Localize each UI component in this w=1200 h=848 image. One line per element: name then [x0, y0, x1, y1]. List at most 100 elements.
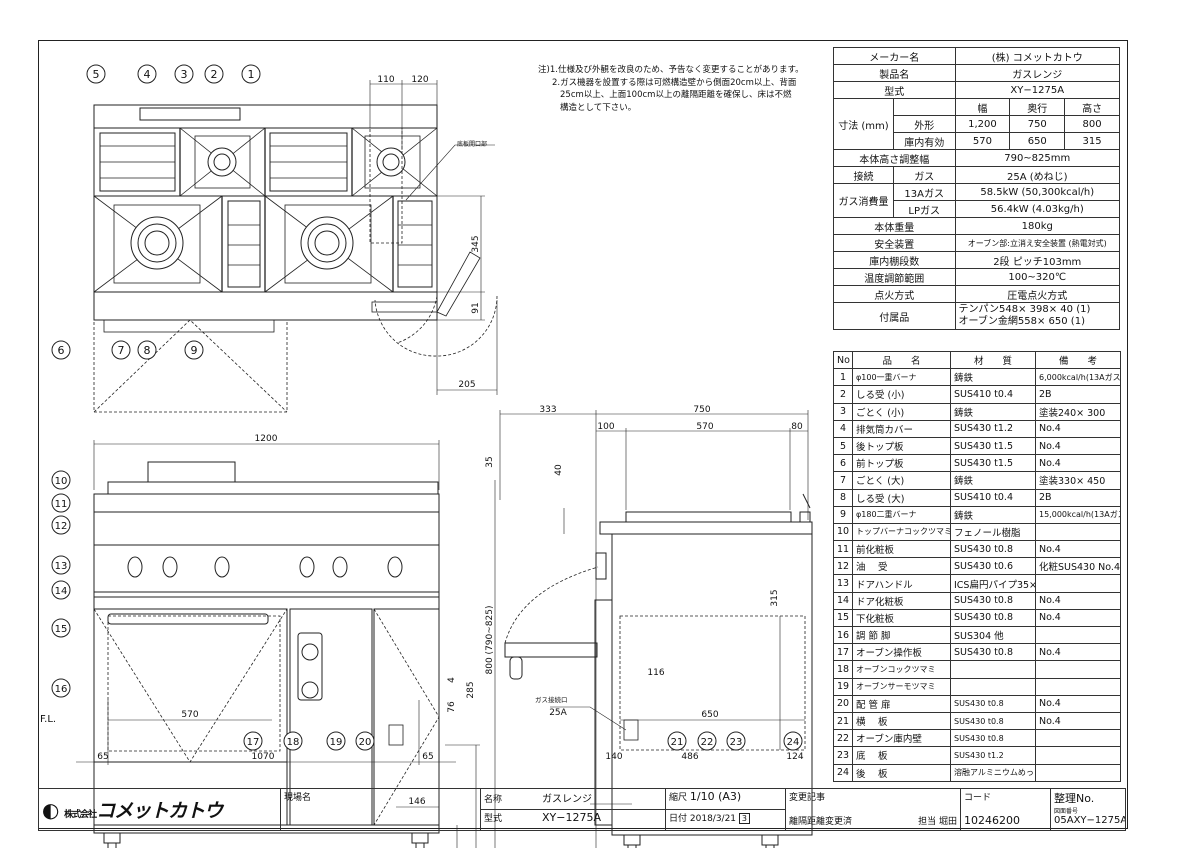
parts-cell-no: 9 [833, 505, 853, 524]
parts-cell-no: 2 [833, 385, 853, 404]
dimension-label: 4 [447, 677, 457, 683]
dimension-label: 140 [605, 752, 622, 762]
dim-header: 奥行 [1009, 98, 1066, 116]
spec-value: 58.5kW (50,300kcal/h) [954, 183, 1120, 201]
note-line: 2.ガス機器を設置する際は可燃構造壁から側面20cm以上、背面 [552, 77, 797, 88]
code-value: 10246200 [964, 814, 1020, 827]
dimension-label: 486 [681, 752, 698, 762]
spec-value: XY−1275A [954, 81, 1120, 99]
spec-value: 315 [1064, 132, 1120, 150]
parts-cell-note: 化粧SUS430 No.4 [1035, 557, 1121, 576]
balloon-15: 15 [51, 618, 71, 638]
parts-cell-note [1035, 625, 1121, 645]
parts-cell-no: 5 [833, 436, 853, 456]
parts-cell-name: φ180二重バーナ [852, 505, 951, 524]
parts-cell-note: No.4 [1035, 436, 1121, 456]
parts-header-no: No [833, 350, 853, 370]
parts-cell-name: オーブンコックツマミ [852, 660, 951, 679]
parts-cell-no: 18 [833, 660, 853, 679]
notes-prefix: 注) [538, 65, 550, 75]
parts-cell-no: 17 [833, 643, 853, 662]
parts-cell-note: 6,000kcal/h(13Aガス) [1035, 368, 1121, 387]
parts-cell-name: 調 節 脚 [852, 625, 951, 645]
spec-value: 800 [1064, 115, 1120, 133]
spec-label: 付属品 [833, 302, 956, 330]
balloon-number: 3 [181, 68, 188, 81]
parts-cell-material: 鋳鉄 [950, 368, 1036, 387]
parts-cell-note [1035, 746, 1121, 765]
change-value: 離隔距離変更済 [789, 817, 853, 827]
balloon-circle [51, 470, 71, 490]
dimension-label: 76 [447, 701, 457, 713]
balloon-number: 2 [211, 68, 218, 81]
parts-cell-name: ごとく (小) [852, 402, 951, 421]
parts-cell-material [950, 677, 1036, 696]
ref-sub-label: 図面番号 [1054, 808, 1079, 815]
balloon-circle [241, 64, 261, 84]
balloon-18: 18 [283, 731, 303, 751]
flue-cover [139, 107, 241, 121]
parts-cell-note [1035, 729, 1121, 748]
balloon-circle [726, 731, 746, 751]
parts-cell-name: 底 板 [852, 746, 951, 765]
dimension-label: 120 [411, 75, 428, 85]
burner-large-1 [130, 216, 184, 270]
date-value: 2018/3/21 [689, 814, 737, 824]
spec-value: ガスレンジ [954, 64, 1120, 82]
spec-label: ガス [892, 166, 956, 184]
parts-cell-no: 11 [833, 540, 853, 559]
balloon-number: 18 [287, 737, 300, 748]
revision-triangle-icon: 3 [738, 813, 751, 824]
balloon-circle [283, 731, 303, 751]
parts-cell-note [1035, 677, 1121, 696]
balloon-number: 11 [55, 499, 68, 510]
dimension-label: 124 [786, 752, 803, 762]
parts-cell-material: ICS扁円パイプ35×19 [950, 574, 1036, 593]
parts-cell-material: SUS430 t0.8 [950, 643, 1036, 662]
dimension-label: 40 [554, 464, 564, 476]
model-value: XY−1275A [542, 811, 602, 824]
parts-cell-material: 鋳鉄 [950, 402, 1036, 421]
balloon-5: 5 [86, 64, 106, 84]
parts-cell-name: 排気筒カバー [852, 419, 951, 438]
parts-cell-note [1035, 763, 1121, 782]
spec-value: 570 [954, 132, 1011, 150]
dimension-label: 91 [471, 302, 481, 313]
spec-label: 庫内棚段数 [833, 251, 956, 269]
spec-value: 1,200 [954, 115, 1011, 133]
parts-cell-name: ドアハンドル [852, 574, 951, 593]
spec-label: メーカー名 [833, 47, 956, 65]
balloon-number: 19 [330, 737, 343, 748]
balloon-number: 15 [55, 624, 68, 635]
balloon-23: 23 [726, 731, 746, 751]
parts-cell-material: SUS430 t1.2 [950, 419, 1036, 438]
balloon-9: 9 [184, 340, 204, 360]
balloon-10: 10 [51, 470, 71, 490]
spec-label: 接続 [833, 166, 894, 184]
parts-cell-note [1035, 574, 1121, 593]
dimension-label: 800 (790~825) [485, 606, 495, 675]
parts-cell-no: 10 [833, 522, 853, 542]
balloon-circle [51, 555, 71, 575]
parts-cell-name: オーブンサーモツマミ [852, 677, 951, 696]
logo-text: コメットカトウ [96, 800, 223, 822]
balloon-8: 8 [137, 340, 157, 360]
parts-cell-material: SUS430 t0.8 [950, 608, 1036, 628]
parts-cell-material: 溶融アルミニウムめっき鋼板 t1.0 [950, 763, 1036, 782]
parts-cell-no: 7 [833, 471, 853, 490]
balloon-17: 17 [243, 731, 263, 751]
parts-cell-material: SUS430 t0.6 [950, 557, 1036, 576]
dimension-label: 570 [181, 710, 198, 720]
parts-cell-name: 前化粧板 [852, 540, 951, 559]
balloon-circle [783, 731, 803, 751]
parts-cell-name: オーブン庫内壁 [852, 729, 951, 748]
dimension-label: 35 [485, 456, 495, 467]
parts-cell-note: 15,000kcal/h(13Aガス) [1035, 505, 1121, 524]
balloon-number: 7 [118, 344, 125, 357]
spec-value: 650 [1009, 132, 1066, 150]
parts-cell-no: 13 [833, 574, 853, 593]
